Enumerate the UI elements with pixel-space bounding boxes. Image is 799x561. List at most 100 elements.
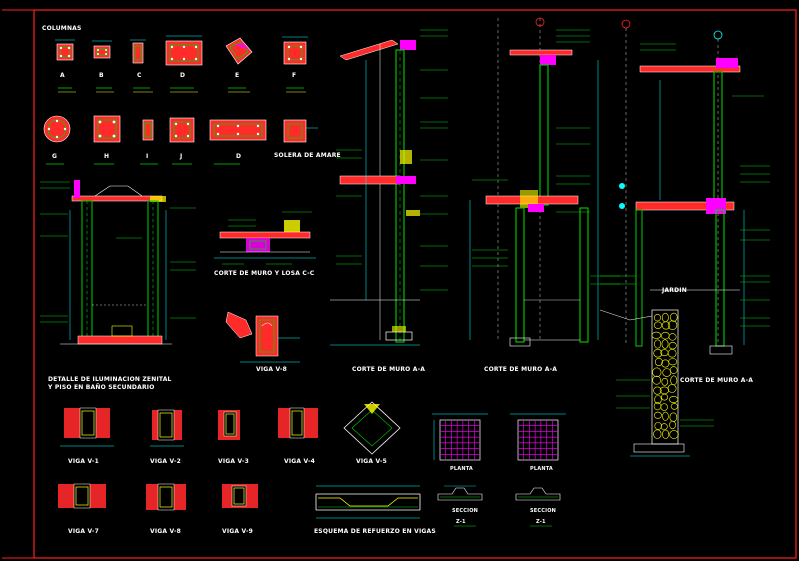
stone-fill [654, 422, 662, 430]
footing-z1-a [432, 413, 488, 527]
beam-v7 [58, 483, 106, 509]
corte-aa-title-3: CORTE DE MURO A-A [680, 377, 754, 384]
zapata-label-2: Z-1 [536, 519, 546, 525]
stone-fill [660, 331, 670, 340]
column-section-d [165, 35, 203, 66]
column-section-i [142, 119, 154, 141]
corte-muro-aa-2 [469, 17, 620, 347]
beam-label-v8: VIGA V-8 [150, 528, 182, 535]
stone-fill [661, 393, 668, 401]
beam-v2 [150, 409, 184, 447]
stone-fill [668, 358, 678, 366]
stone-fill [669, 366, 678, 374]
column-label-i: I [146, 153, 149, 160]
beam-v8 [146, 483, 186, 511]
column-label-d: D [180, 72, 186, 79]
jardin-label: JARDIN [662, 287, 687, 294]
stone-fill [662, 368, 672, 377]
footing-z1-b [510, 413, 566, 527]
column-section-b [92, 40, 112, 59]
column-section-j [169, 117, 195, 143]
beam-label-v1: VIGA V-1 [68, 458, 100, 465]
stone-fill [660, 423, 668, 431]
corte-losa-cc [214, 211, 316, 265]
stone-fill [653, 411, 662, 419]
corte-aa-title-1: CORTE DE MURO A-A [352, 366, 426, 373]
corte-muro-aa-3 [600, 19, 770, 355]
column-section-f [282, 36, 308, 65]
stone-fill [652, 375, 661, 385]
column-label-g: G [52, 153, 58, 160]
stone-fill [653, 314, 661, 322]
stone-fill [670, 375, 678, 386]
esquema-title: ESQUEMA DE REFUERZO EN VIGAS [314, 528, 436, 535]
column-section-e [225, 37, 253, 65]
corte-aa-title-2: CORTE DE MURO A-A [484, 366, 558, 373]
column-section-g [43, 115, 71, 143]
stone-fill [653, 386, 662, 395]
stone-fill [660, 403, 668, 411]
stone-fill [652, 367, 662, 378]
stone-fill [669, 395, 679, 404]
column-label-h: H [104, 153, 110, 160]
sheet-border [33, 9, 797, 559]
illumination-title-line1: DETALLE DE ILUMINACION ZENITAL [48, 376, 172, 383]
stone-fill [661, 312, 669, 323]
zapata-label-1: Z-1 [456, 519, 466, 525]
stone-fill [669, 420, 676, 430]
stone-fill [670, 312, 678, 322]
beam-label-v9: VIGA V-9 [222, 528, 254, 535]
column-label-e: E [235, 72, 240, 79]
viga-v8-top-title: VIGA V-8 [256, 366, 288, 373]
column-label-d2: D [236, 153, 242, 160]
corte-muro-aa-1 [330, 29, 448, 346]
solera-section [283, 119, 318, 143]
stone-fill [662, 429, 670, 439]
seccion-label-1: SECCION [452, 508, 479, 514]
beam-v1 [60, 407, 114, 447]
stone-fill [669, 412, 678, 422]
stone-fill [654, 395, 662, 405]
stone-fill [654, 357, 663, 367]
stone-fill [669, 430, 679, 439]
column-label-c: C [137, 72, 142, 79]
column-label-a: A [60, 72, 65, 79]
stone-fill [661, 359, 670, 368]
stone-fill [653, 321, 663, 329]
garden-retaining-wall [599, 309, 714, 457]
beam-label-v2: VIGA V-2 [150, 458, 182, 465]
column-section-c [130, 39, 146, 64]
illumination-detail [40, 180, 196, 345]
stone-fill [668, 341, 677, 350]
beam-label-v5: VIGA V-5 [356, 458, 388, 465]
beam-label-v7: VIGA V-7 [68, 528, 100, 535]
beam-v4 [278, 407, 318, 439]
column-label-f: F [292, 72, 297, 79]
stone-fill [654, 339, 662, 349]
stone-fill [667, 348, 677, 358]
beam-v5 [343, 401, 401, 455]
beam-v9 [222, 484, 258, 508]
column-section-h [93, 115, 121, 143]
stone-fill [661, 339, 669, 349]
column-section-a [55, 39, 75, 61]
beam-label-v4: VIGA V-4 [284, 458, 316, 465]
beam-label-v3: VIGA V-3 [218, 458, 250, 465]
stone-fill [661, 378, 669, 386]
solera-label: SOLERA DE AMARE [274, 152, 341, 159]
corte-losa-title: CORTE DE MURO Y LOSA C-C [214, 270, 315, 277]
stone-fill [667, 384, 677, 393]
stone-fill [653, 429, 662, 439]
planta-label-2: PLANTA [530, 466, 553, 472]
viga-v8-detail [225, 311, 300, 363]
planta-label-1: PLANTA [450, 466, 473, 472]
stone-fill [662, 411, 669, 421]
stone-fill [661, 321, 671, 330]
stone-fill [653, 348, 663, 358]
stone-fill [668, 333, 677, 341]
esquema-refuerzo-vigas [315, 485, 421, 519]
illumination-title-line2: Y PISO EN BAÑO SECUNDARIO [48, 384, 155, 391]
seccion-label-2: SECCION [530, 508, 557, 514]
